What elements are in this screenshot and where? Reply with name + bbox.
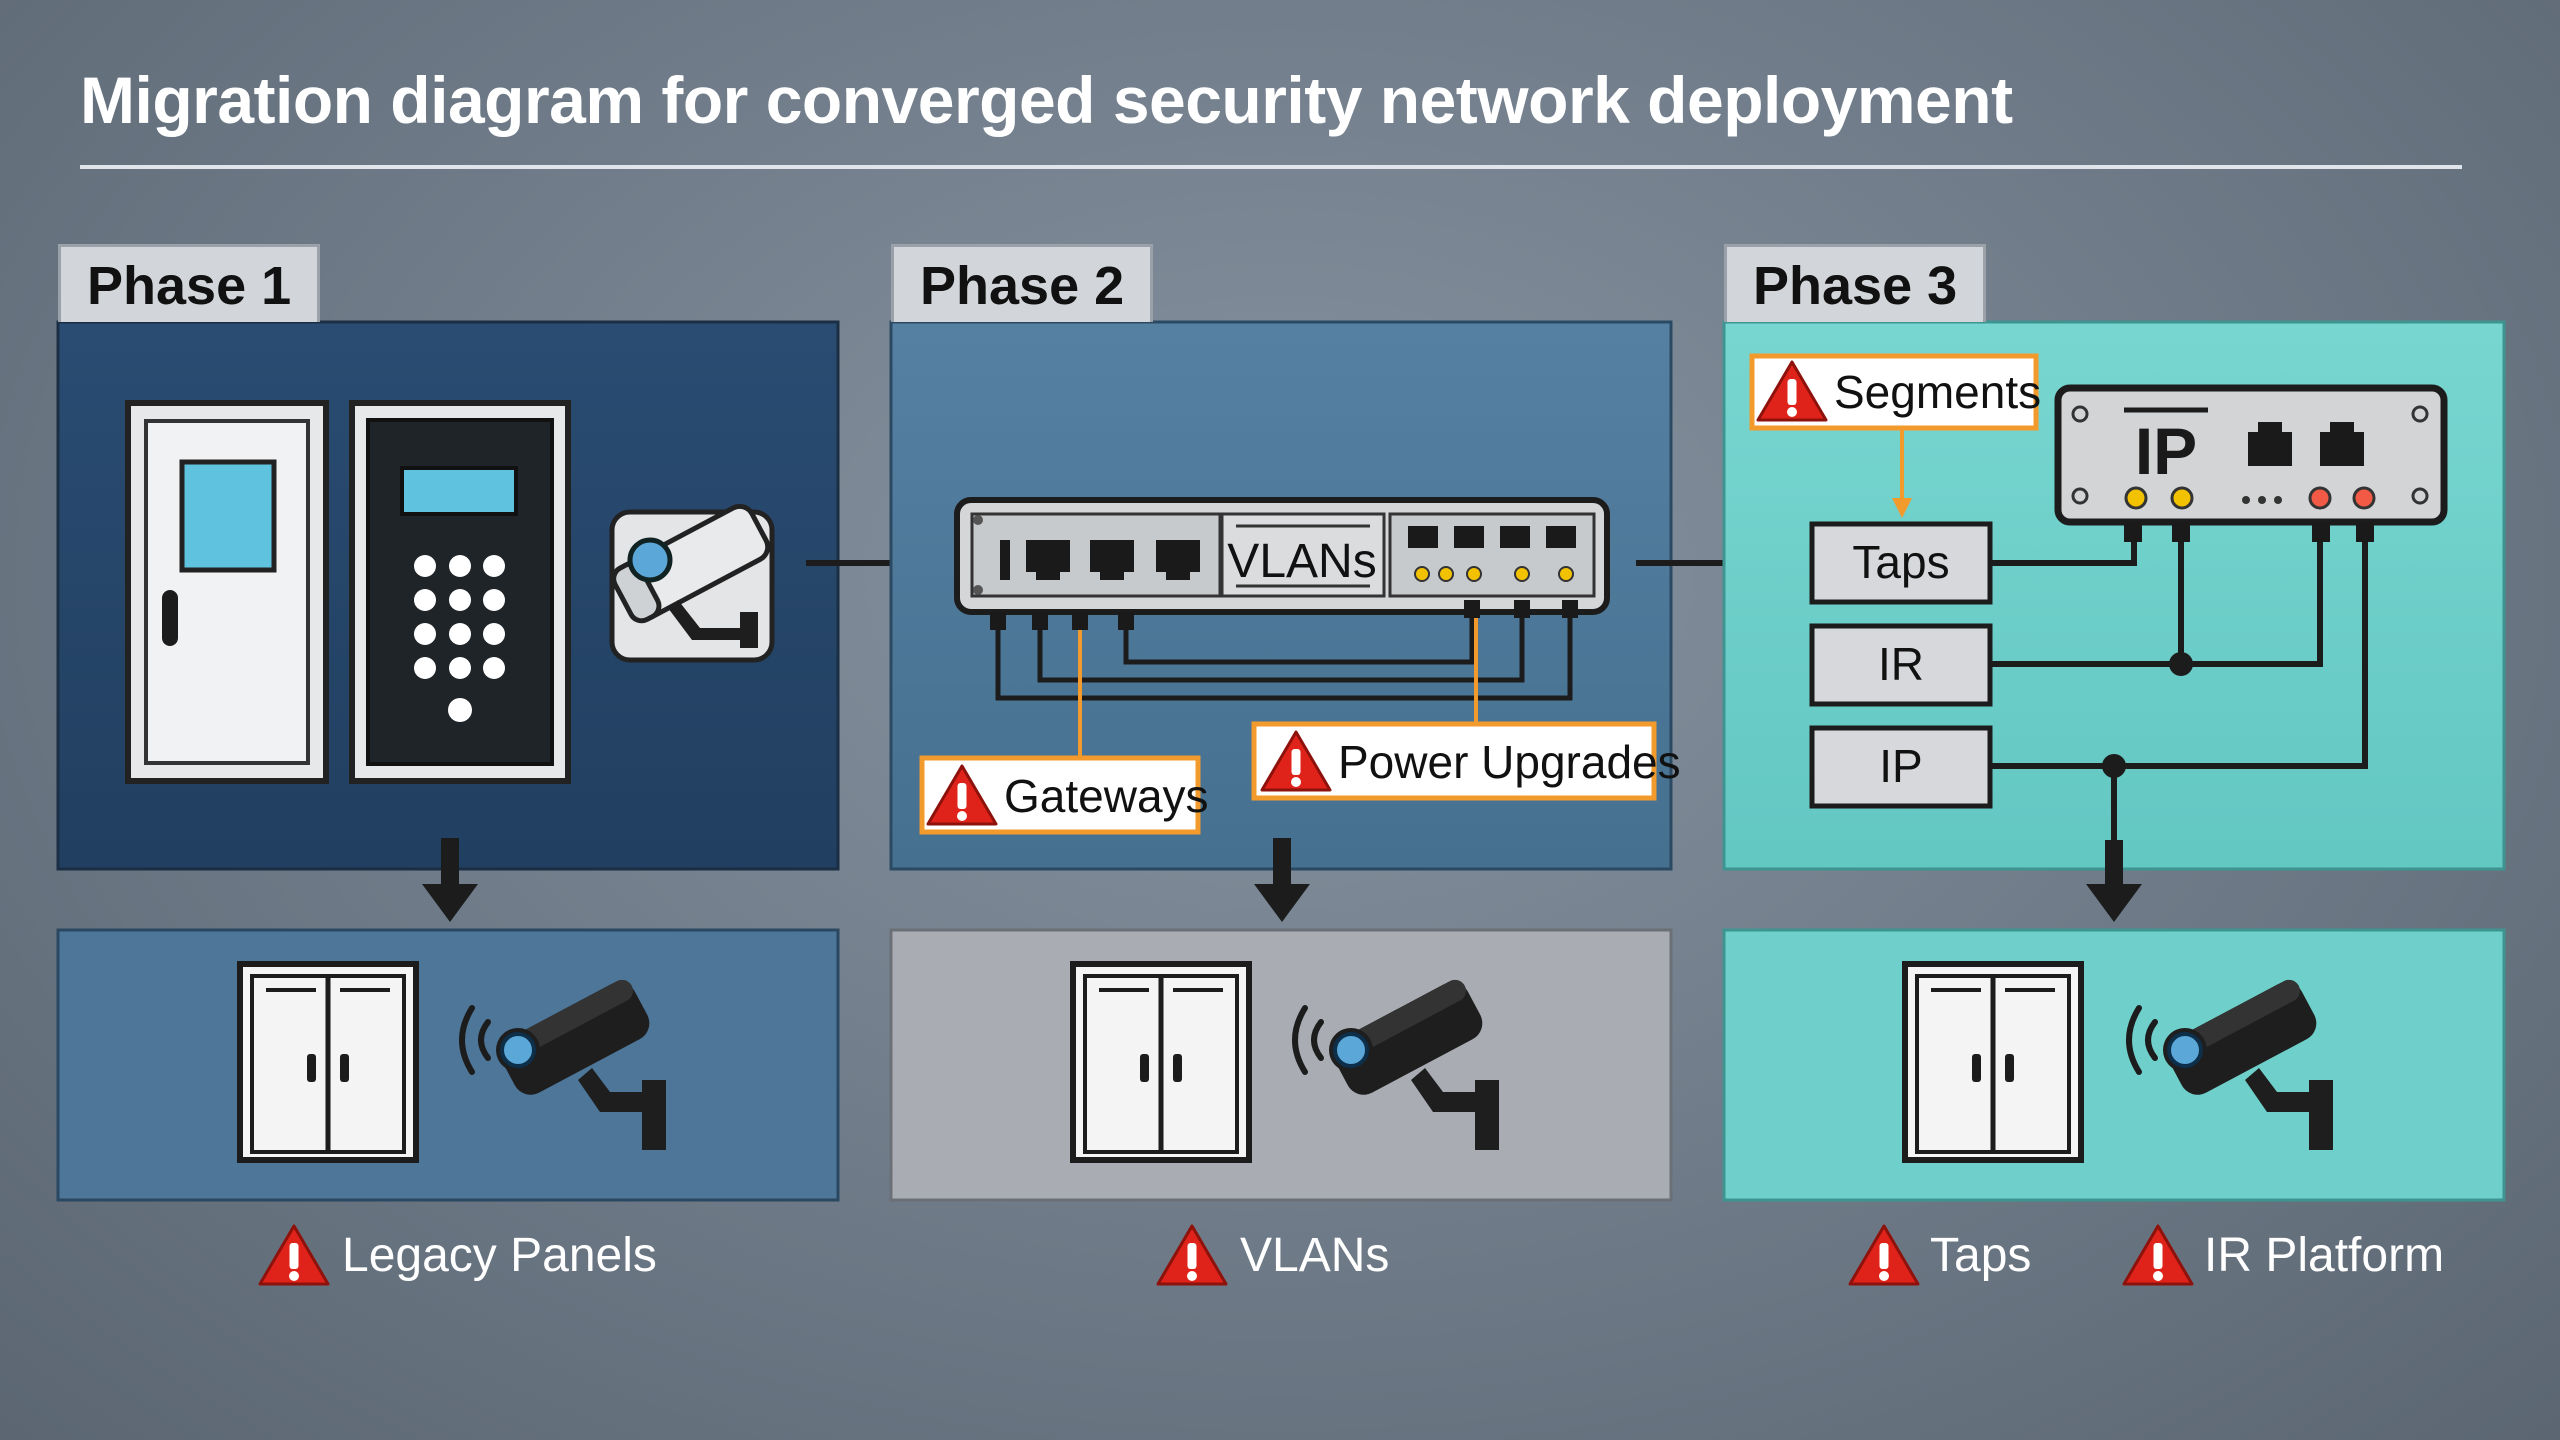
ip-device-label: IP — [2135, 414, 2197, 488]
svg-text:Taps: Taps — [1852, 536, 1949, 588]
switch-label-vlans: VLANs — [1227, 535, 1376, 588]
svg-text:Power Upgrades: Power Upgrades — [1338, 736, 1681, 788]
down-arrow-phase1 — [422, 838, 478, 922]
warning-label-vlans: VLANs — [1240, 1229, 1390, 1282]
warning-label-ir-platform: IR Platform — [2204, 1229, 2445, 1282]
warning-icon — [258, 1224, 330, 1286]
result-panel-phase3 — [1722, 928, 2506, 1202]
svg-text:IR: IR — [1878, 638, 1924, 690]
item-box-taps: Taps — [1809, 521, 1993, 605]
door-icon — [1073, 964, 1249, 1160]
callout-power-upgrades: Power Upgrades — [1251, 721, 1681, 801]
svg-text:IP: IP — [1879, 740, 1922, 792]
locker-cabinet-icon — [125, 400, 329, 784]
callout-gateways: Gateways — [919, 755, 1209, 835]
result-panel-phase1 — [56, 928, 840, 1202]
callout-segments: Segments — [1749, 353, 2041, 431]
warning-label-taps: Taps — [1930, 1229, 2032, 1282]
door-icon — [240, 964, 416, 1160]
warning-label-legacy-panels: Legacy Panels — [342, 1229, 657, 1282]
item-box-ir: IR — [1809, 623, 1993, 707]
warning-icon — [1848, 1224, 1920, 1286]
legacy-camera-icon — [609, 503, 775, 663]
tab-phase-1: Phase 1 — [58, 244, 321, 322]
down-arrow-phase3 — [2086, 840, 2142, 922]
svg-text:Segments: Segments — [1834, 366, 2041, 418]
down-arrow-phase2 — [1254, 838, 1310, 922]
tab-phase-2: Phase 2 — [891, 244, 1154, 322]
tab-phase-3: Phase 3 — [1724, 244, 1987, 322]
network-switch-icon: VLANs — [954, 497, 1610, 630]
keypad-panel-icon — [349, 400, 571, 784]
page-title: Migration diagram for converged security… — [80, 63, 2013, 137]
warning-icon — [2122, 1224, 2194, 1286]
switch-cabling — [995, 618, 1573, 701]
warning-icon — [1156, 1224, 1228, 1286]
result-panel-phase2 — [889, 928, 1673, 1202]
svg-text:Gateways: Gateways — [1004, 770, 1209, 822]
segments-leader — [1892, 428, 1912, 518]
item-box-ip: IP — [1809, 725, 1993, 809]
door-icon — [1905, 964, 2081, 1160]
title-rule — [80, 165, 2462, 169]
ip-device-icon: IP — [2054, 384, 2448, 542]
